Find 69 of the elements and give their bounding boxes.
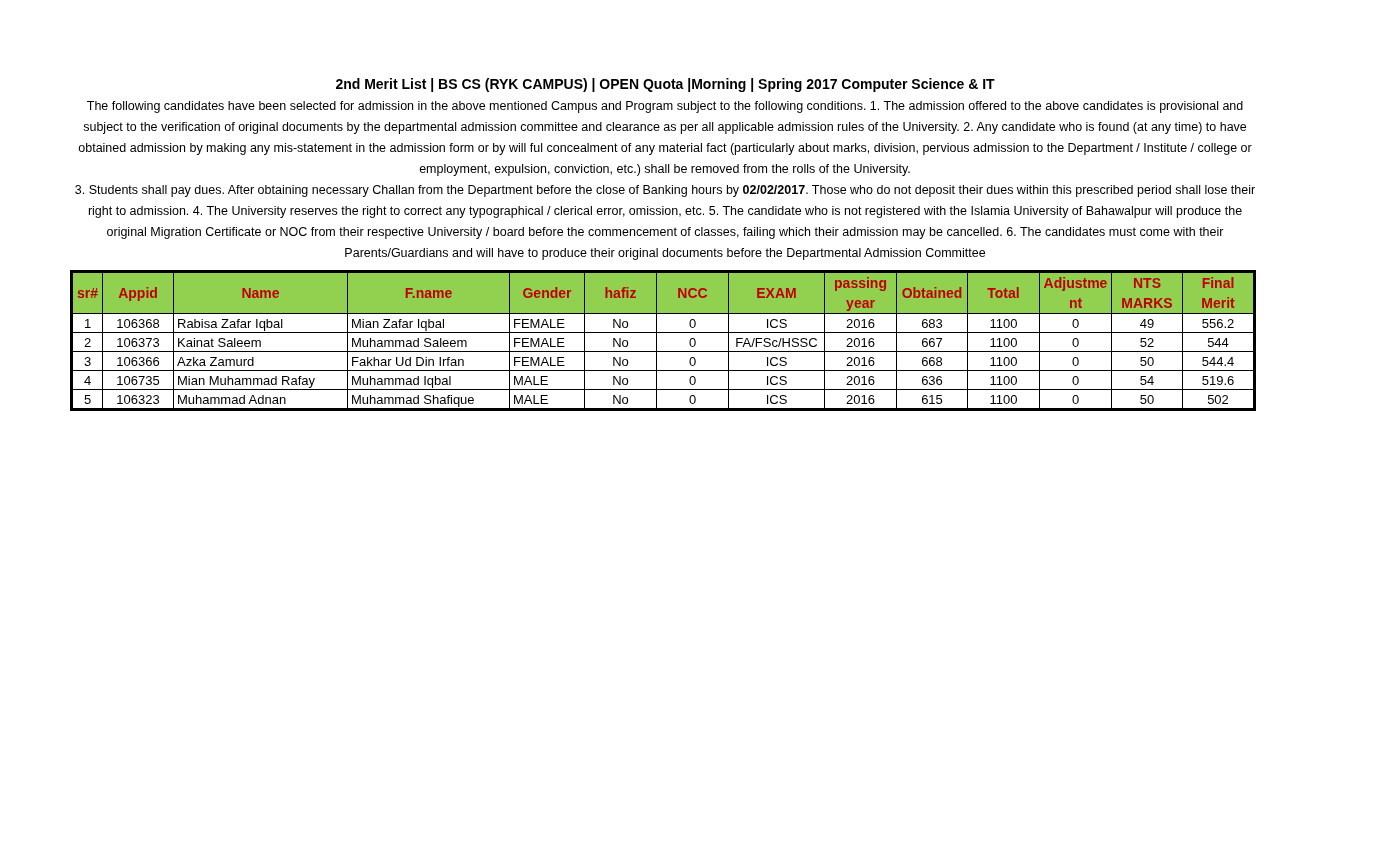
table-cell: No <box>584 370 657 390</box>
table-cell: FEMALE <box>509 313 585 333</box>
table-cell: 50 <box>1111 351 1183 371</box>
table-cell: ICS <box>728 351 825 371</box>
table-cell: 106373 <box>102 332 174 352</box>
table-cell: MALE <box>509 370 585 390</box>
column-header: NTS MARKS <box>1111 271 1183 314</box>
table-cell: ICS <box>728 313 825 333</box>
conditions-paragraph: The following candidates have been selected for admission in the above mentioned Campus and Program subject to the following conditions. 1. The admission offered to the above candidates is provisional and subject to the verification of original documents by the departmental admission committee and clearance as per all applicable admission rules of the University. 2. Any candidate who is found (at any time) to have obtained admission by making any mis-statement in the admission form or by will ful concealment of any material fact (particularly about marks, division, pervious admission to the Department / Institute / college or employment, expulsion, conviction, etc.) shall be removed from the rolls of the University. <box>77 98 1253 178</box>
table-cell: 0 <box>1039 313 1112 333</box>
table-cell: Azka Zamurd <box>173 351 348 371</box>
table-cell: 0 <box>656 370 729 390</box>
table-cell: 2016 <box>824 370 897 390</box>
table-cell: 1100 <box>967 370 1040 390</box>
table-cell: Mian Muhammad Rafay <box>173 370 348 390</box>
table-cell: 636 <box>896 370 968 390</box>
table-cell: 0 <box>656 313 729 333</box>
table-cell: 52 <box>1111 332 1183 352</box>
column-header: passing year <box>824 271 897 314</box>
table-cell: 668 <box>896 351 968 371</box>
table-cell: 0 <box>656 351 729 371</box>
column-header: Final Merit <box>1182 271 1255 314</box>
table-cell: Muhammad Saleem <box>347 332 510 352</box>
table-cell: No <box>584 313 657 333</box>
table-cell: 1 <box>71 313 103 333</box>
table-cell: 2016 <box>824 351 897 371</box>
table-cell: FEMALE <box>509 351 585 371</box>
column-header: Gender <box>509 271 585 314</box>
column-header: EXAM <box>728 271 825 314</box>
column-header: Adjustment <box>1039 271 1112 314</box>
column-header: NCC <box>656 271 729 314</box>
table-cell: No <box>584 332 657 352</box>
table-cell: 4 <box>71 370 103 390</box>
column-header: Total <box>967 271 1040 314</box>
table-cell: 0 <box>1039 332 1112 352</box>
table-cell: 106368 <box>102 313 174 333</box>
column-header: hafiz <box>584 271 657 314</box>
table-cell: 106735 <box>102 370 174 390</box>
column-header: Appid <box>102 271 174 314</box>
table-cell: Rabisa Zafar Iqbal <box>173 313 348 333</box>
table-cell: Fakhar Ud Din Irfan <box>347 351 510 371</box>
table-cell: 1100 <box>967 332 1040 352</box>
table-cell: 0 <box>1039 370 1112 390</box>
table-cell: Muhammad Iqbal <box>347 370 510 390</box>
table-cell: 0 <box>1039 351 1112 371</box>
table-cell: 683 <box>896 313 968 333</box>
page-title: 2nd Merit List | BS CS (RYK CAMPUS) | OPEN Quota |Morning | Spring 2017 Computer Science & IT <box>334 76 996 92</box>
table-cell: 2016 <box>824 332 897 352</box>
conditions-paragraph: 3. Students shall pay dues. After obtaining necessary Challan from the Department before the close of Banking hours by 02/02/2017. Those who do not deposit their dues within this prescribed period shall lose their right to admission. 4. The University reserves the right to correct any typographical / clerical error, omission, etc. 5. The candidate who is not registered with the Islamia University of Bahawalpur will produce the original Migration Certificate or NOC from their respective University / board before the commencement of classes, failing which their admission may be cancelled. 6. The candidates must come with their Parents/Guardians and will have to produce their original documents before the Departmental Admission Committee <box>73 182 1257 262</box>
table-cell: ICS <box>728 370 825 390</box>
table-cell: 2016 <box>824 313 897 333</box>
table-cell: 54 <box>1111 370 1183 390</box>
column-header: Name <box>173 271 348 314</box>
table-cell: 3 <box>71 351 103 371</box>
table-cell: 0 <box>656 332 729 352</box>
column-header: sr# <box>71 271 103 314</box>
table-cell: Mian Zafar Iqbal <box>347 313 510 333</box>
table-cell: Kainat Saleem <box>173 332 348 352</box>
column-header: F.name <box>347 271 510 314</box>
column-header: Obtained <box>896 271 968 314</box>
table-cell: 1100 <box>967 351 1040 371</box>
table-cell: FEMALE <box>509 332 585 352</box>
table-cell: FA/FSc/HSSC <box>728 332 825 352</box>
table-cell: 667 <box>896 332 968 352</box>
table-cell: No <box>584 351 657 371</box>
table-cell: 49 <box>1111 313 1183 333</box>
table-cell: 2 <box>71 332 103 352</box>
table-cell: 1100 <box>967 313 1040 333</box>
table-cell: 106366 <box>102 351 174 371</box>
